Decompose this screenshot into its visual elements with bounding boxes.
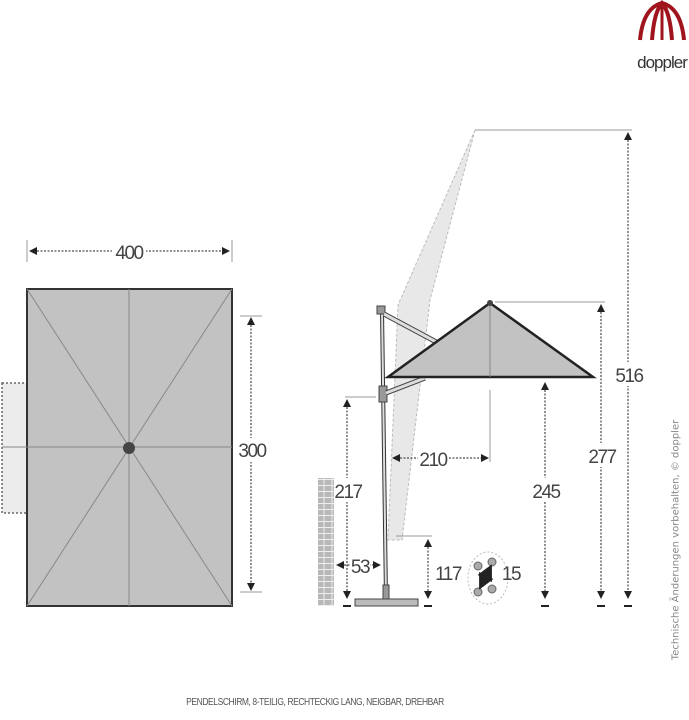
- max-tilt-height-label: 516: [615, 366, 643, 387]
- wall-distance-label: 53: [351, 557, 370, 578]
- caption: PENDELSCHIRM, 8-TEILIG, RECHTECKIG LANG,…: [186, 697, 444, 708]
- base-height-label: 117: [435, 564, 462, 585]
- disclaimer: Technische Änderungen vorbehalten, © dop…: [670, 419, 682, 661]
- hub-icon: [123, 442, 135, 454]
- logo-text: doppler: [637, 53, 688, 72]
- top-view: 400 300: [1, 240, 268, 607]
- rotation-label: 15: [502, 564, 521, 585]
- pole-height-label: 217: [334, 482, 362, 503]
- wall-icon: [318, 478, 334, 606]
- width-label: 400: [115, 243, 143, 264]
- total-height-label: 277: [588, 447, 616, 468]
- side-view: 217 53 117 15 210 245 277 516: [318, 129, 645, 607]
- rotation-icon: [467, 551, 509, 605]
- clearance-label: 245: [532, 482, 560, 503]
- doppler-logo: doppler: [637, 0, 689, 72]
- overhang-label: 210: [419, 450, 447, 471]
- depth-label: 300: [238, 441, 266, 462]
- tilt-ghost-panel: [1, 382, 28, 514]
- tilt-ghost: [387, 129, 476, 541]
